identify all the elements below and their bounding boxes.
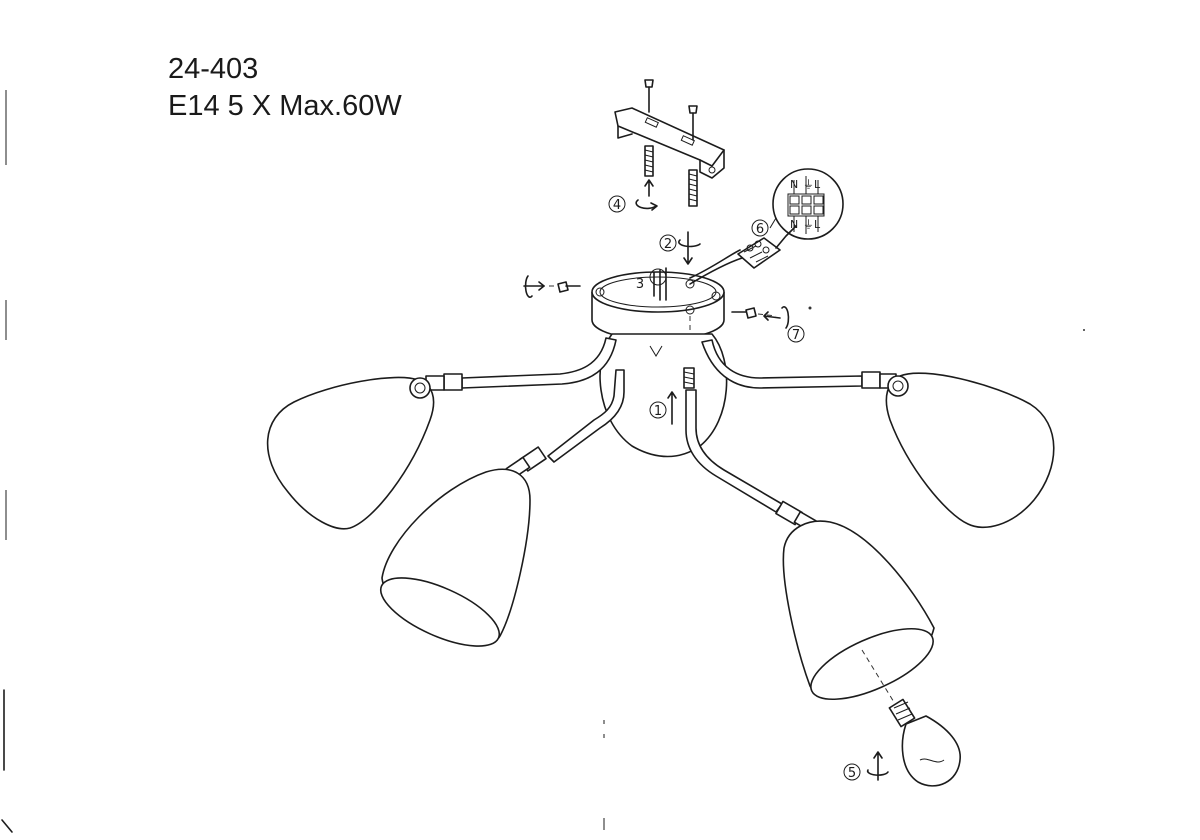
- bracket-screws: [644, 79, 698, 207]
- scan-specks: [603, 306, 1085, 830]
- step-2-label: 2: [664, 237, 672, 252]
- mounting-bracket: [614, 107, 725, 179]
- shade-far-left: [266, 376, 435, 530]
- shade-near-left: [379, 468, 531, 647]
- step-5-label: 5: [848, 766, 856, 781]
- step-1-label: 1: [654, 404, 662, 419]
- terminal-bottom-earth: ⏚: [803, 218, 814, 231]
- terminal-top-n: N: [790, 178, 798, 191]
- lamp-spec: E14 5 X Max.60W: [168, 90, 402, 122]
- step-4-marker: 4: [608, 195, 658, 213]
- terminal-bottom-l: L: [814, 218, 821, 231]
- arm-far-right: [701, 339, 897, 389]
- side-screw-right: 7: [731, 306, 805, 343]
- arm-near-right: [685, 389, 819, 533]
- step-4-label: 4: [613, 198, 621, 213]
- light-bulb: [888, 698, 961, 787]
- terminal-block: 6: [737, 219, 797, 269]
- step-2-marker: 2: [659, 231, 701, 265]
- shade-far-right: [885, 372, 1055, 528]
- terminal-top-earth: ⏚: [803, 178, 814, 191]
- arm-far-left: [425, 337, 617, 391]
- step-6-label: 6: [756, 222, 764, 237]
- margin-marks: [1, 90, 13, 833]
- ceiling-canopy: 3: [591, 249, 743, 370]
- shade-near-right: [782, 520, 935, 713]
- terminal-bottom-n: N: [790, 218, 798, 231]
- model-number: 24-403: [168, 53, 259, 85]
- terminal-detail: N ⏚ L N ⏚ L: [769, 168, 844, 240]
- terminal-top-l: L: [814, 178, 821, 191]
- step-5-marker: 5: [843, 751, 889, 781]
- step-7-label: 7: [792, 328, 800, 343]
- side-screw-left: [523, 275, 581, 298]
- step-3-label: 3: [636, 277, 644, 292]
